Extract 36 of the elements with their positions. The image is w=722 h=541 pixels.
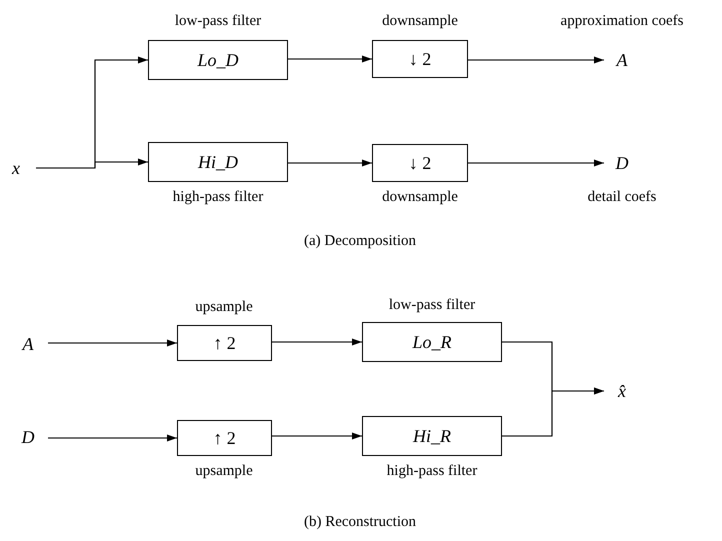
filter-box: Lo_D bbox=[148, 40, 288, 80]
arrow bbox=[48, 434, 177, 442]
sampler-box: Hi_D bbox=[148, 142, 288, 182]
signal-label: A bbox=[22, 334, 34, 354]
block-caption: low-pass filter bbox=[388, 297, 476, 314]
signal-label: D bbox=[616, 152, 628, 174]
filter-box: ↑ 2 bbox=[177, 420, 272, 456]
arrow bbox=[272, 338, 362, 346]
signal-label: A bbox=[616, 50, 628, 70]
arrow bbox=[468, 56, 604, 64]
sampler-box: Lo_R bbox=[362, 322, 502, 362]
block-caption: upsample bbox=[195, 299, 253, 316]
filter-box: ↓ 2 bbox=[372, 144, 468, 182]
block-caption: high-pass filter bbox=[386, 463, 478, 480]
signal-label: x bbox=[12, 158, 20, 178]
block-caption: detail coefs bbox=[588, 189, 656, 206]
arrow bbox=[272, 432, 362, 440]
arrow bbox=[288, 160, 372, 166]
figure-caption: (a) Decomposition bbox=[304, 233, 416, 250]
figure-caption: (b) Reconstruction bbox=[304, 514, 416, 531]
block-caption: downsample bbox=[382, 13, 458, 30]
signal-label: x̂ bbox=[618, 380, 626, 402]
block-caption: upsample bbox=[195, 463, 253, 480]
block-caption: downsample bbox=[382, 189, 458, 206]
signal-label: D bbox=[22, 426, 34, 448]
arrow bbox=[468, 160, 604, 166]
arrow bbox=[36, 158, 148, 169]
filter-box: Hi_R bbox=[362, 416, 502, 456]
arrow bbox=[48, 340, 177, 346]
arrow bbox=[502, 388, 604, 437]
filter-box: ↓ 2 bbox=[372, 40, 468, 78]
block-caption: high-pass filter bbox=[172, 189, 264, 206]
filter-box: ↑ 2 bbox=[177, 325, 272, 361]
block-caption: low-pass filter bbox=[174, 13, 262, 30]
block-caption: approximation coefs bbox=[560, 13, 684, 30]
arrow bbox=[288, 56, 372, 62]
